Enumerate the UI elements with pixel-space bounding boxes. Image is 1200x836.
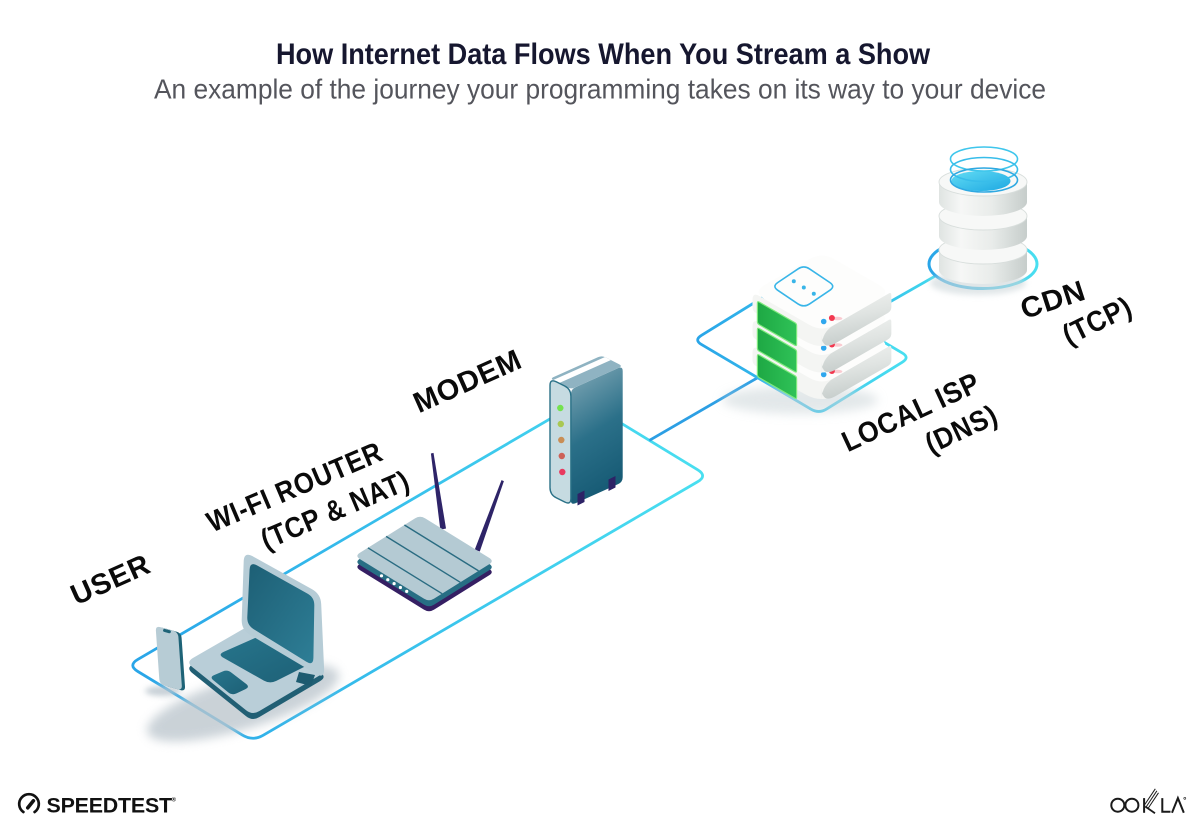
svg-text:®: ® bbox=[172, 797, 177, 804]
svg-text:USER: USER bbox=[66, 549, 156, 612]
svg-text:MODEM: MODEM bbox=[409, 344, 527, 420]
svg-text:An example of the journey your: An example of the journey your programmi… bbox=[154, 74, 1046, 105]
svg-text:SPEEDTEST: SPEEDTEST bbox=[47, 794, 173, 818]
svg-text:How Internet Data Flows When Y: How Internet Data Flows When You Stream … bbox=[276, 38, 931, 71]
